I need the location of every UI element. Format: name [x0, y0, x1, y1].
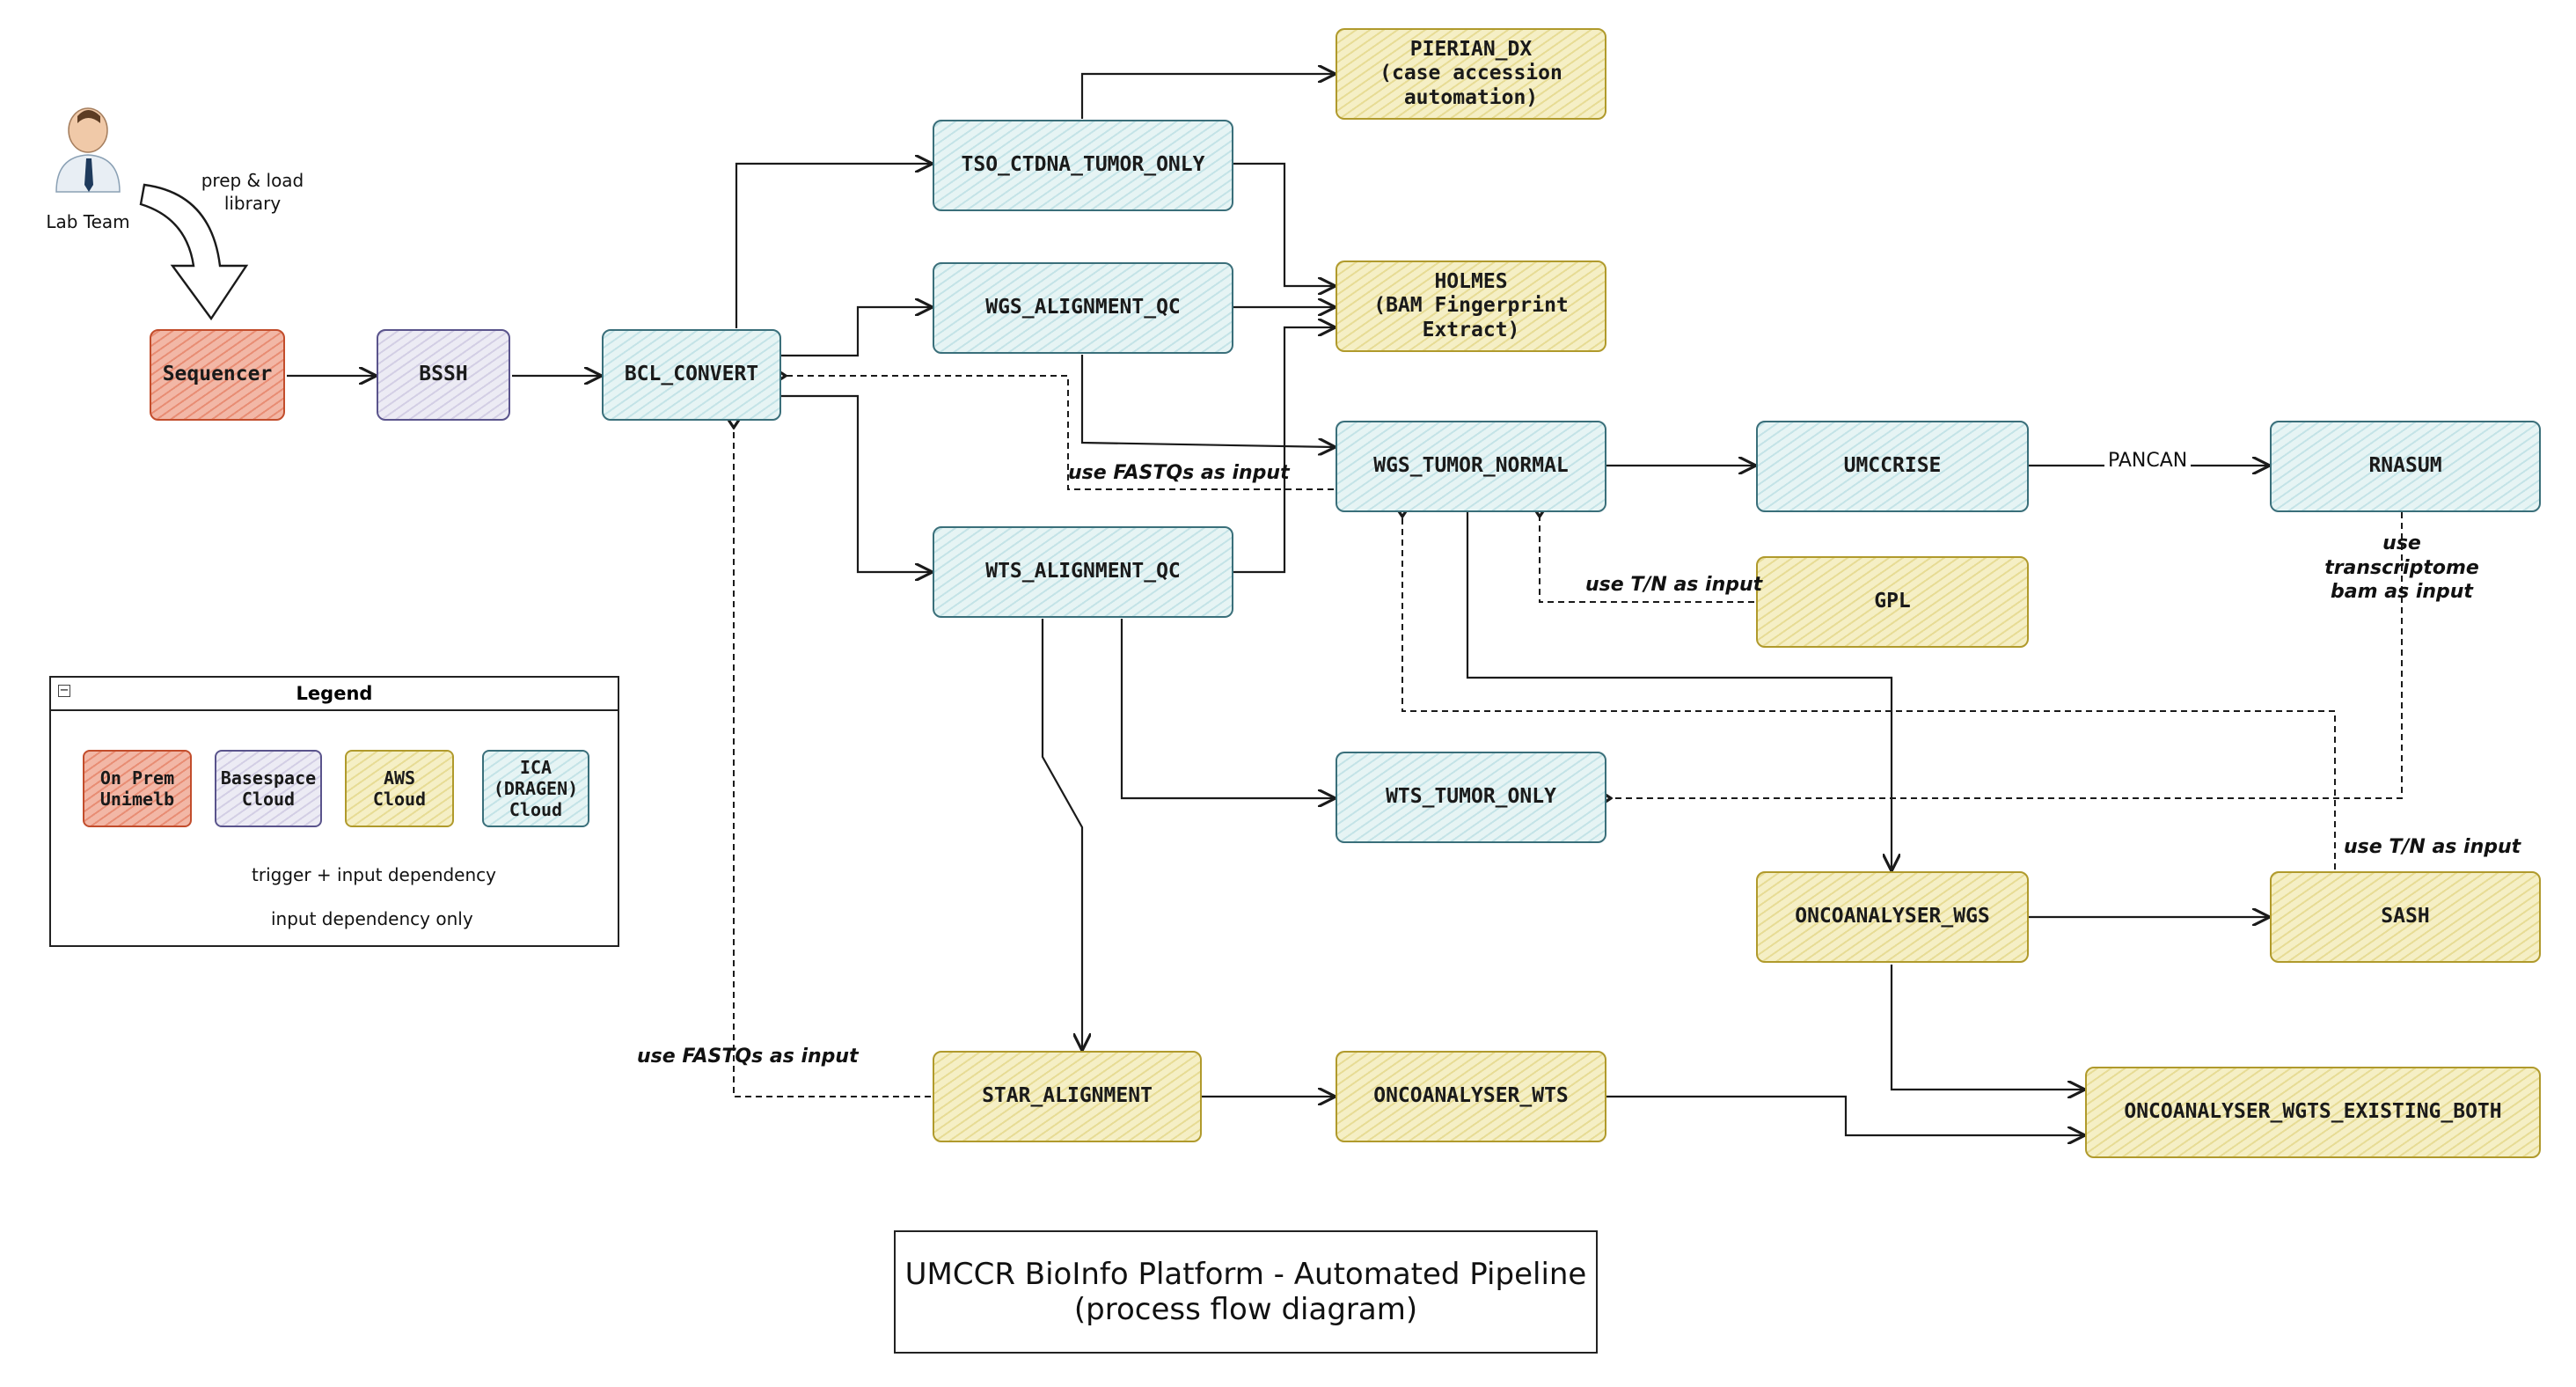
legend-trigger-label: trigger + input dependency	[252, 864, 496, 885]
node-wts-alignment-qc[interactable]: WTS_ALIGNMENT_QC	[933, 526, 1233, 618]
edge-oncowgs-oncowgts	[1890, 965, 2083, 1090]
node-oncoanalyser-wts[interactable]: ONCOANALYSER_WTS	[1336, 1051, 1606, 1142]
edge-wgsqc-wgstn	[1080, 355, 1334, 447]
edge-label-fastq-star: use FASTQs as input	[637, 1046, 859, 1068]
node-wgs-tumor-normal[interactable]: WGS_TUMOR_NORMAL	[1336, 421, 1606, 512]
node-star-alignment[interactable]: STAR_ALIGNMENT	[933, 1051, 1202, 1142]
legend-basespace: Basespace Cloud	[215, 750, 322, 827]
node-pierian-dx[interactable]: PIERIAN_DX (case accession automation)	[1336, 28, 1606, 120]
edge-tso-pierian	[1080, 74, 1334, 119]
edge-tso-holmes	[1233, 162, 1334, 286]
legend-title: Legend	[51, 678, 618, 711]
user-icon	[55, 107, 121, 193]
edge-wtsqc-wtsto	[1120, 619, 1334, 798]
node-wts-tumor-only[interactable]: WTS_TUMOR_ONLY	[1336, 752, 1606, 843]
node-oncoanalyser-wgs[interactable]: ONCOANALYSER_WGS	[1756, 871, 2029, 963]
prep-load-label: prep & load library	[201, 170, 304, 214]
node-sash[interactable]: SASH	[2270, 871, 2541, 963]
node-tso-ctdna-tumor-only[interactable]: TSO_CTDNA_TUMOR_ONLY	[933, 120, 1233, 211]
legend-ica: ICA (DRAGEN) Cloud	[482, 750, 589, 827]
diagram-title: UMCCR BioInfo Platform - Automated Pipel…	[894, 1230, 1598, 1354]
edge-wgstn-oncowgs	[1466, 512, 1892, 870]
node-rnasum[interactable]: RNASUM	[2270, 421, 2541, 512]
legend-input-label: input dependency only	[271, 908, 473, 929]
node-oncoanalyser-wgts-existing-both[interactable]: ONCOANALYSER_WGTS_EXISTING_BOTH	[2085, 1067, 2541, 1158]
edge-label-tn-sash: use T/N as input	[2344, 836, 2521, 858]
legend-collapse-button[interactable]: −	[58, 684, 70, 697]
edge-sash-wgstn	[1402, 517, 2336, 870]
edge-label-pancan: PANCAN	[2104, 450, 2192, 472]
legend-aws: AWS Cloud	[345, 750, 454, 827]
edge-wgstn-bcl-fastq	[786, 376, 1334, 490]
edge-label-fastq-wgs: use FASTQs as input	[1068, 462, 1290, 484]
actor-label: Lab Team	[46, 211, 130, 232]
edge-bcl-wgsqc	[781, 307, 931, 357]
node-gpl[interactable]: GPL	[1756, 556, 2029, 648]
edge-wtsqc-holmes	[1233, 327, 1334, 574]
title-line-1: UMCCR BioInfo Platform - Automated Pipel…	[904, 1257, 1587, 1292]
node-bssh[interactable]: BSSH	[377, 329, 510, 421]
edge-bcl-tso	[735, 164, 931, 328]
node-umccrise[interactable]: UMCCRISE	[1756, 421, 2029, 512]
edge-wtsqc-star	[1041, 619, 1082, 1049]
edge-bcl-wtsqc	[781, 394, 931, 572]
prep-load-arrow	[139, 183, 249, 321]
legend-on-prem: On Prem Unimelb	[83, 750, 192, 827]
edge-gpl-wgstn	[1540, 517, 1754, 603]
node-bcl-convert[interactable]: BCL_CONVERT	[602, 329, 781, 421]
edge-label-transcriptome: use transcriptome bam as input	[2324, 532, 2479, 603]
legend: Legend − On Prem Unimelb Basespace Cloud…	[49, 676, 619, 947]
edge-wtsto-rnasum	[1611, 512, 2403, 798]
edge-oncowts-oncowgts	[1606, 1095, 2083, 1135]
edge-label-tn-gpl: use T/N as input	[1585, 574, 1763, 596]
title-line-2: (process flow diagram)	[1073, 1292, 1418, 1327]
node-wgs-alignment-qc[interactable]: WGS_ALIGNMENT_QC	[933, 262, 1233, 354]
node-sequencer[interactable]: Sequencer	[150, 329, 285, 421]
edge-star-bcl-fastq	[734, 428, 931, 1097]
node-holmes[interactable]: HOLMES (BAM Fingerprint Extract)	[1336, 261, 1606, 352]
